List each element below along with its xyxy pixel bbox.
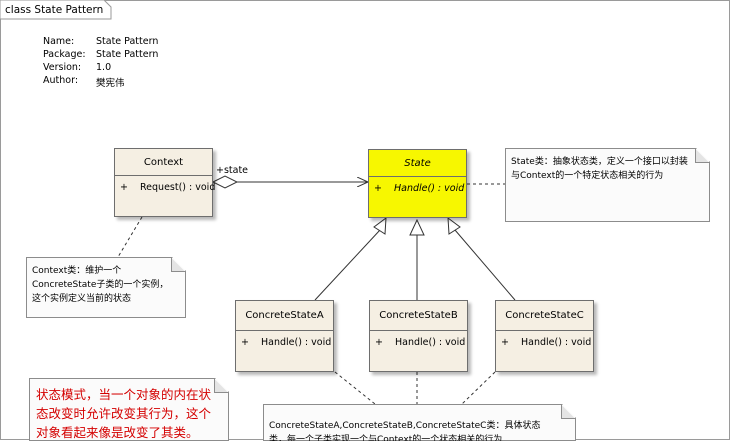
anchor-concrete-c [461,371,496,405]
note-pattern-line-2: 态改变时允许改变其行为，这个 [36,406,212,421]
note-concrete-line-1: ConcreteStateA,ConcreteStateB,ConcreteSt… [269,421,541,431]
visibility-marker: + [375,337,383,348]
class-concrete-state-b-operation: + Handle() : void [370,331,467,348]
operation-signature: Request() : void [140,182,216,193]
class-concrete-state-a-name: ConcreteStateA [236,301,333,331]
class-context[interactable]: Context + Request() : void [114,148,216,217]
frame-title: class State Pattern [5,4,104,16]
generalization-a [314,229,381,301]
operation-signature: Handle() : void [394,183,465,194]
anchor-context-note [117,216,143,258]
note-fold-icon [561,405,575,419]
frame-tab [0,0,112,20]
generalization-c [454,229,516,301]
meta-key-name: Name: [43,36,75,47]
visibility-marker: + [120,182,128,193]
meta-value-package: State Pattern [96,49,159,60]
note-state-line-2: 与Context的一个特定状态相关的行为 [511,171,664,181]
class-concrete-state-a[interactable]: ConcreteStateA + Handle() : void [235,300,334,372]
note-context-line-3: 这个实例定义当前的状态 [32,294,132,304]
visibility-marker: + [374,183,382,194]
note-context-line-1: Context类：维护一个 [32,266,122,276]
meta-value-author: 樊宪伟 [96,78,125,89]
operation-signature: Handle() : void [521,337,592,348]
meta-key-package: Package: [43,49,86,60]
class-concrete-state-c-operation: + Handle() : void [496,331,593,348]
note-context-line-2: ConcreteState子类的一个实例， [32,280,169,290]
meta-value-name: State Pattern [96,36,159,47]
note-concrete-line-2: 类，每一个子类实现一个与Context的一个状态相关的行为 [269,435,503,445]
meta-key-version: Version: [43,62,82,73]
note-pattern-line-1: 状态模式，当一个对象的内在状 [36,387,212,402]
class-state-name: State [369,150,466,177]
class-state[interactable]: State + Handle() : void [368,149,467,218]
generalization-c-head [447,216,461,235]
class-concrete-state-c[interactable]: ConcreteStateC + Handle() : void [495,300,594,372]
visibility-marker: + [501,337,509,348]
note-fold-icon [695,149,709,163]
meta-value-version: 1.0 [96,62,112,73]
note-fold-icon [214,379,228,393]
generalization-a-head [373,216,387,235]
anchor-concrete-a [334,371,376,405]
generalization-b-head [409,218,425,236]
class-concrete-state-a-operation: + Handle() : void [236,331,333,348]
note-context[interactable]: Context类：维护一个 ConcreteState子类的一个实例， 这个实例… [26,257,186,318]
class-concrete-state-c-name: ConcreteStateC [496,301,593,331]
class-context-name: Context [115,149,212,176]
note-state-line-1: State类：抽象状态类，定义一个接口以封装 [511,157,688,167]
aggregation-diamond [211,175,239,189]
operation-signature: Handle() : void [261,337,332,348]
association-role-label: +state [216,165,249,176]
note-fold-icon [171,258,185,272]
class-state-operation: + Handle() : void [369,177,466,194]
meta-key-author: Author: [43,75,79,86]
note-pattern-definition[interactable]: 状态模式，当一个对象的内在状 态改变时允许改变其行为，这个 对象看起来像是改变了… [29,378,229,441]
class-concrete-state-b[interactable]: ConcreteStateB + Handle() : void [369,300,468,372]
class-context-operation: + Request() : void [115,176,216,193]
class-concrete-state-b-name: ConcreteStateB [370,301,467,331]
note-concrete-states[interactable]: ConcreteStateA,ConcreteStateB,ConcreteSt… [263,404,576,441]
note-state[interactable]: State类：抽象状态类，定义一个接口以封装 与Context的一个特定状态相关… [505,148,710,222]
operation-signature: Handle() : void [395,337,466,348]
note-pattern-line-3: 对象看起来像是改变了其类。 [36,425,199,440]
visibility-marker: + [241,337,249,348]
